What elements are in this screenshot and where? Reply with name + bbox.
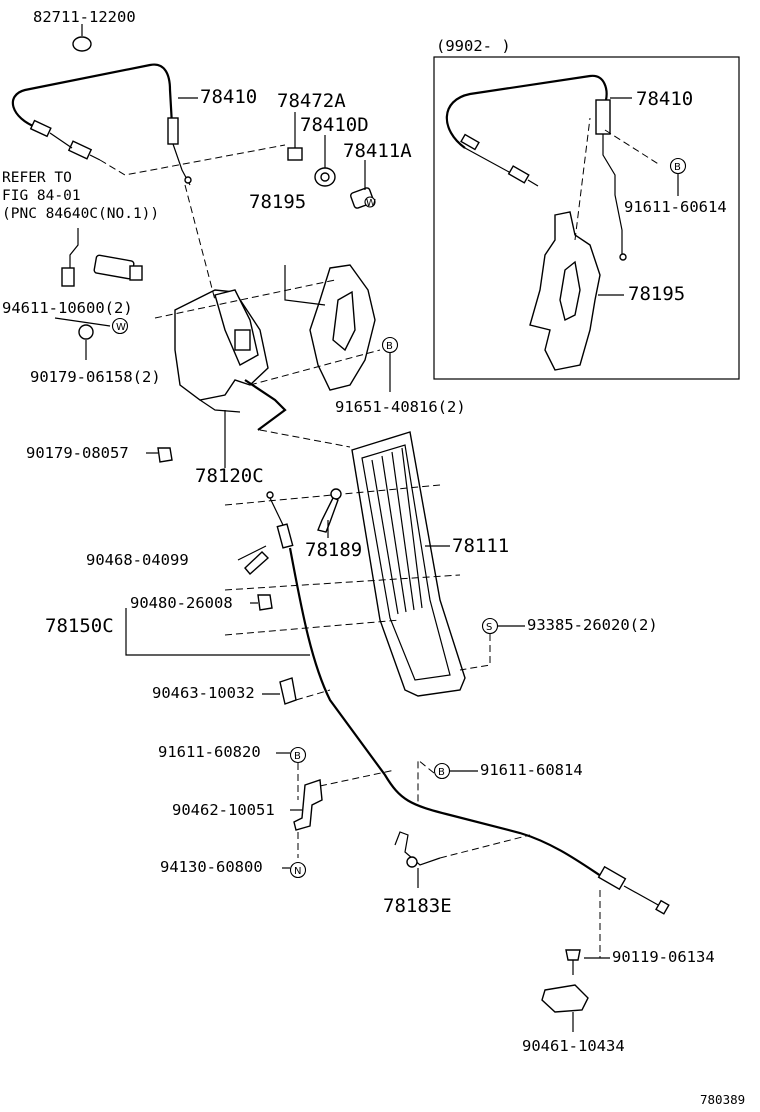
inset-bracket: [529, 117, 601, 371]
figure-code: 780389: [700, 1092, 745, 1107]
label-90462: 90462-10051: [172, 801, 275, 819]
w-symbol-1: [111, 317, 129, 335]
label-78183e: 78183E: [383, 895, 452, 917]
lower-cable-78150c: [266, 491, 670, 915]
inset-frame: [433, 56, 740, 380]
label-90480: 90480-26008: [130, 594, 233, 612]
nut-90179-08057-icon: [146, 447, 173, 463]
label-78120c: 78120C: [195, 465, 264, 487]
bracket-78195-icon: [284, 264, 376, 391]
refer-line-1: REFER TO: [2, 170, 72, 186]
label-90119: 90119-06134: [612, 948, 715, 966]
refer-line-3: (PNC 84640C(NO.1)): [2, 206, 159, 222]
label-78111: 78111: [452, 535, 509, 557]
label-90468: 90468-04099: [86, 551, 189, 569]
svg-text:S: S: [486, 622, 492, 633]
inset-label-78410: 78410: [636, 88, 693, 110]
label-90463: 90463-10032: [152, 684, 255, 702]
inset-label-78195: 78195: [628, 283, 685, 305]
label-90179-06158: 90179-06158(2): [30, 368, 161, 386]
svg-text:B: B: [674, 162, 681, 173]
clip-82711-icon: [72, 24, 92, 52]
label-91651: 91651-40816(2): [335, 398, 466, 416]
svg-text:B: B: [438, 767, 445, 778]
svg-text:B: B: [294, 751, 301, 762]
n-symbol: [289, 861, 307, 879]
label-93385: 93385-26020(2): [527, 616, 658, 634]
clip-90463-icon: [279, 677, 297, 705]
b-symbol-3: [433, 762, 451, 780]
label-90179-08057: 90179-08057: [26, 444, 129, 462]
svg-text:B: B: [386, 341, 393, 352]
svg-text:W: W: [366, 198, 376, 209]
label-78195-main: 78195: [249, 191, 306, 213]
main-cable-78410: [11, 63, 192, 186]
label-78410d: 78410D: [300, 114, 369, 136]
label-78472a: 78472A: [277, 90, 346, 112]
pedal-bracket-78120c: [174, 289, 287, 468]
s-symbol: [481, 617, 499, 635]
rod-78189-icon: [317, 488, 342, 538]
clip-90480-icon: [257, 594, 273, 611]
inset-label-91611: 91611-60614: [624, 198, 727, 216]
bolt-90119-icon: [565, 949, 581, 975]
label-90461: 90461-10434: [522, 1037, 625, 1055]
inset-title: (9902- ): [436, 37, 511, 55]
stop-lamp-switch-icon: [61, 228, 143, 287]
b-symbol-2: [289, 746, 307, 764]
clamp-90461-icon: [541, 984, 589, 1013]
clip-78472a-icon: [287, 112, 303, 161]
inset-cable: [445, 74, 661, 261]
grommet-78410d-icon: [314, 135, 336, 187]
inset-b-symbol: [669, 157, 687, 175]
label-94130: 94130-60800: [160, 858, 263, 876]
svg-text:W: W: [116, 322, 126, 333]
label-91611-60814: 91611-60814: [480, 761, 583, 779]
stopper-78195-icon: W: [350, 160, 376, 209]
label-82711: 82711-12200: [33, 8, 136, 26]
label-78189: 78189: [305, 539, 362, 561]
label-94611: 94611-10600(2): [2, 299, 133, 317]
accelerator-pedal-78111: [351, 431, 466, 697]
svg-text:N: N: [294, 866, 301, 877]
refer-line-2: FIG 84-01: [2, 188, 81, 204]
label-78150c: 78150C: [45, 615, 114, 637]
bracket-90462-icon: [293, 779, 323, 831]
nut-90179-06158-icon: [78, 324, 94, 360]
b-symbol-1: [381, 336, 399, 354]
label-78411a: 78411A: [343, 140, 412, 162]
label-78410-main: 78410: [200, 86, 257, 108]
clip-90468-icon: [244, 551, 270, 576]
clamp-78183e-icon: [394, 831, 441, 888]
label-91611-60820: 91611-60820: [158, 743, 261, 761]
